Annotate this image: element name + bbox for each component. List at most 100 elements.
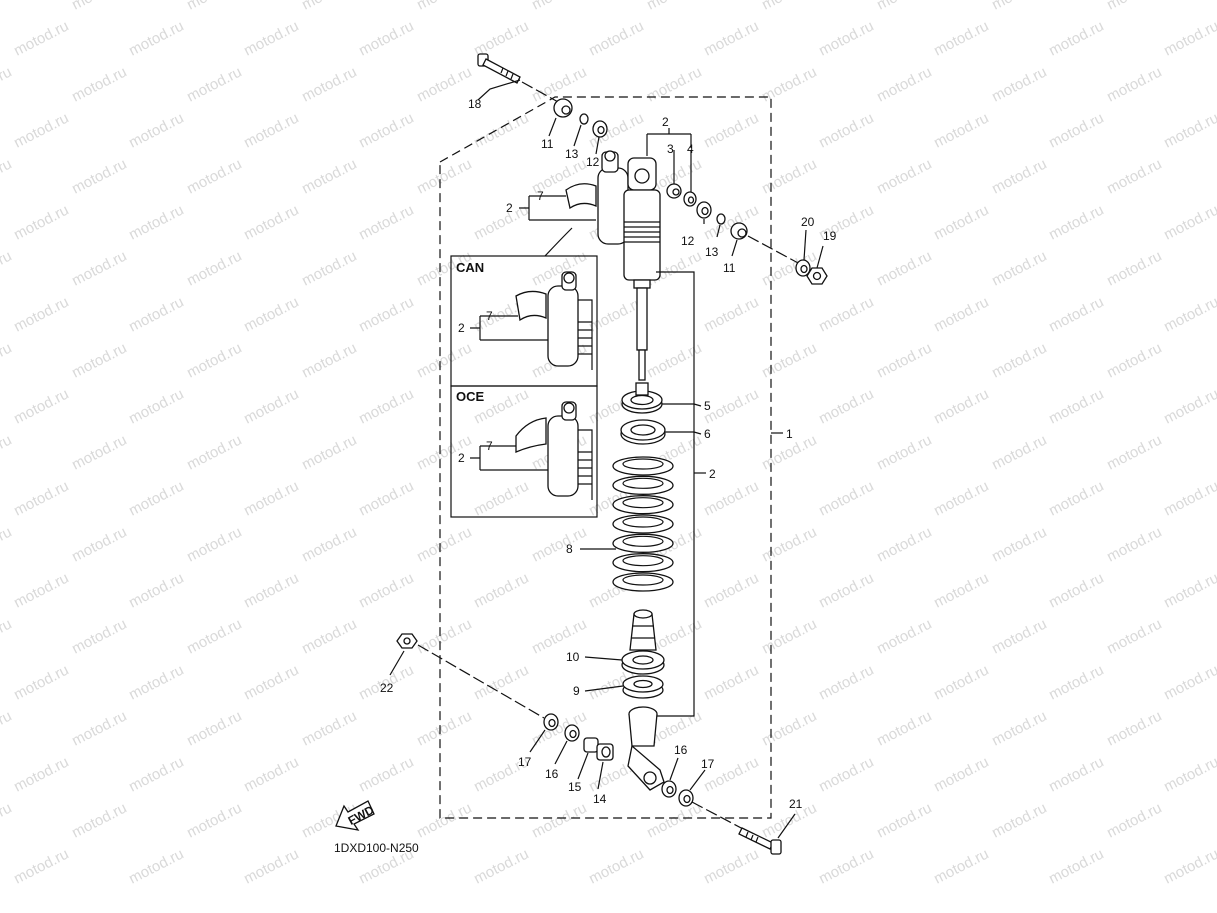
callout-22: 22 — [380, 681, 394, 695]
watermark-text: motod.ru — [931, 18, 991, 60]
bushing-15 — [583, 737, 599, 753]
washer-20 — [795, 259, 811, 277]
watermark-text: motod.ru — [356, 294, 416, 336]
watermark-text: motod.ru — [529, 616, 589, 658]
watermark-text: motod.ru — [241, 294, 301, 336]
ring-nut-5 — [621, 382, 663, 414]
watermark-text: motod.ru — [989, 800, 1049, 842]
watermark-text: motod.ru — [1104, 156, 1164, 198]
watermark-text: motod.ru — [1104, 0, 1164, 14]
callout-2-can: 2 — [458, 321, 465, 335]
watermark-text: motod.ru — [471, 110, 531, 152]
bolt-21 — [738, 827, 782, 855]
watermark-text: motod.ru — [126, 754, 186, 796]
watermark-text: motod.ru — [414, 0, 474, 14]
watermark-text: motod.ru — [701, 478, 761, 520]
callout-13-right: 13 — [705, 245, 719, 259]
watermark-text: motod.ru — [816, 662, 876, 704]
watermark-text: motod.ru — [874, 524, 934, 566]
watermark-text: motod.ru — [241, 202, 301, 244]
collar-16-left — [564, 724, 580, 742]
watermark-text: motod.ru — [701, 110, 761, 152]
watermark-text: motod.ru — [816, 570, 876, 612]
watermark-text: motod.ru — [931, 386, 991, 428]
watermark-text: motod.ru — [1161, 662, 1217, 704]
watermark-text: motod.ru — [1046, 386, 1106, 428]
watermark-text: motod.ru — [1104, 524, 1164, 566]
watermark-text: motod.ru — [874, 432, 934, 474]
washer-12-right — [696, 201, 712, 219]
callout-16-left: 16 — [545, 767, 559, 781]
watermark-text: motod.ru — [759, 524, 819, 566]
watermark-text: motod.ru — [471, 662, 531, 704]
spring-seat-10 — [621, 650, 665, 675]
watermark-text: motod.ru — [11, 754, 71, 796]
watermark-text: motod.ru — [759, 616, 819, 658]
washer-4 — [683, 191, 697, 207]
watermark-text: motod.ru — [126, 18, 186, 60]
watermark-text: motod.ru — [816, 110, 876, 152]
watermark-text: motod.ru — [989, 708, 1049, 750]
watermark-text: motod.ru — [184, 524, 244, 566]
watermark-text: motod.ru — [989, 524, 1049, 566]
spring-coil-inner — [622, 555, 664, 567]
watermark-text: motod.ru — [1161, 294, 1217, 336]
watermark-text: motod.ru — [0, 800, 15, 842]
watermark-text: motod.ru — [529, 524, 589, 566]
watermark-text: motod.ru — [529, 248, 589, 290]
spring-coil-inner — [622, 458, 664, 470]
watermark-text: motod.ru — [69, 156, 129, 198]
watermark-text: motod.ru — [299, 64, 359, 106]
watermark-text: motod.ru — [1046, 478, 1106, 520]
watermark-text: motod.ru — [241, 18, 301, 60]
watermark-text: motod.ru — [529, 0, 589, 14]
watermark-text: motod.ru — [1104, 340, 1164, 382]
watermark-text: motod.ru — [529, 800, 589, 842]
watermark-text: motod.ru — [69, 64, 129, 106]
watermark-text: motod.ru — [759, 708, 819, 750]
watermark-text: motod.ru — [356, 478, 416, 520]
watermark-text: motod.ru — [931, 202, 991, 244]
axis-line-top — [521, 81, 561, 104]
spring-coil — [612, 572, 674, 592]
watermark-text: motod.ru — [931, 754, 991, 796]
watermark-text: motod.ru — [414, 432, 474, 474]
watermark-text: motod.ru — [874, 248, 934, 290]
watermark-text: motod.ru — [184, 708, 244, 750]
watermark-text: motod.ru — [241, 570, 301, 612]
callout-4: 4 — [687, 142, 694, 156]
watermark-text: motod.ru — [874, 708, 934, 750]
callout-7-can: 7 — [486, 309, 493, 323]
inset-oce-box — [450, 385, 598, 518]
axis-line-right — [747, 235, 801, 265]
watermark-text: motod.ru — [1104, 64, 1164, 106]
watermark-text: motod.ru — [989, 340, 1049, 382]
watermark-text: motod.ru — [69, 708, 129, 750]
axis-line-lower — [417, 644, 545, 719]
callout-7-reservoir: 7 — [537, 189, 544, 203]
watermark-text: motod.ru — [931, 846, 991, 888]
watermark-text: motod.ru — [931, 294, 991, 336]
watermark-text: motod.ru — [299, 340, 359, 382]
watermark-text: motod.ru — [0, 616, 15, 658]
watermark-text: motod.ru — [816, 846, 876, 888]
watermark-text: motod.ru — [299, 616, 359, 658]
callout-2-reservoir: 2 — [506, 201, 513, 215]
collar-11-top — [553, 98, 573, 118]
oce-reservoir — [515, 401, 593, 500]
collar-17-left — [543, 713, 559, 731]
callout-2-top: 2 — [662, 115, 669, 129]
callout-3: 3 — [667, 142, 674, 156]
watermark-text: motod.ru — [701, 846, 761, 888]
watermark-text: motod.ru — [184, 0, 244, 14]
reservoir-tank — [597, 150, 629, 245]
watermark-text: motod.ru — [414, 616, 474, 658]
watermark-text: motod.ru — [11, 570, 71, 612]
watermark-text: motod.ru — [0, 64, 15, 106]
watermark-text: motod.ru — [874, 340, 934, 382]
watermark-text: motod.ru — [69, 0, 129, 14]
watermark-text: motod.ru — [0, 340, 15, 382]
watermark-text: motod.ru — [529, 708, 589, 750]
watermark-text: motod.ru — [0, 248, 15, 290]
